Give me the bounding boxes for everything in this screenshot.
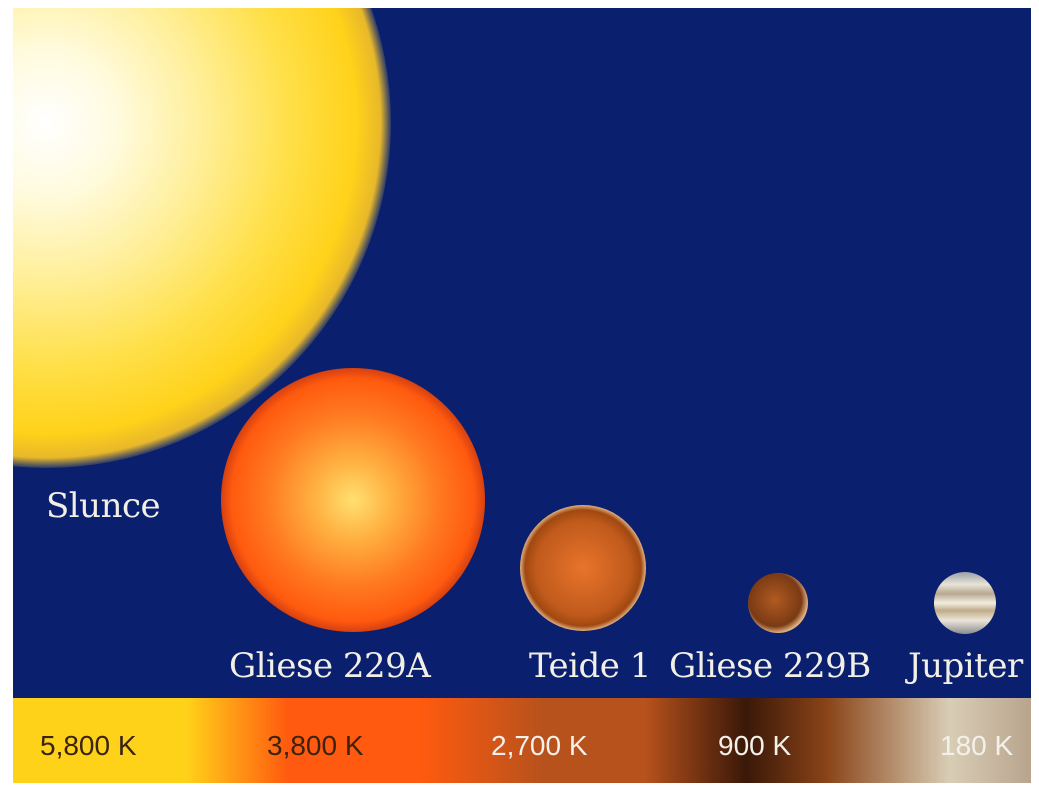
label-jupiter: Jupiter — [908, 646, 1023, 686]
label-gliese-229b: Gliese 229B — [669, 646, 871, 686]
gliese-229a-disc — [221, 368, 485, 632]
temp-label-3800: 3,800 K — [267, 730, 364, 761]
size-comparison-canvas — [13, 8, 1031, 698]
temp-label-900: 900 K — [718, 730, 792, 761]
label-slunce: Slunce — [46, 486, 161, 526]
sun-disc — [13, 8, 391, 468]
jupiter-disc — [934, 572, 996, 634]
teide-1-disc — [520, 505, 646, 631]
label-gliese-229a: Gliese 229A — [229, 646, 431, 686]
label-teide-1: Teide 1 — [529, 646, 651, 686]
gliese-229b-disc — [748, 573, 808, 633]
temp-label-5800: 5,800 K — [40, 730, 137, 761]
temperature-scale-bar — [13, 698, 1031, 783]
figure-frame: Slunce Gliese 229A Teide 1 Gliese 229B J… — [13, 8, 1031, 783]
temp-label-2700: 2,700 K — [491, 730, 588, 761]
temp-label-180: 180 K — [940, 730, 1014, 761]
